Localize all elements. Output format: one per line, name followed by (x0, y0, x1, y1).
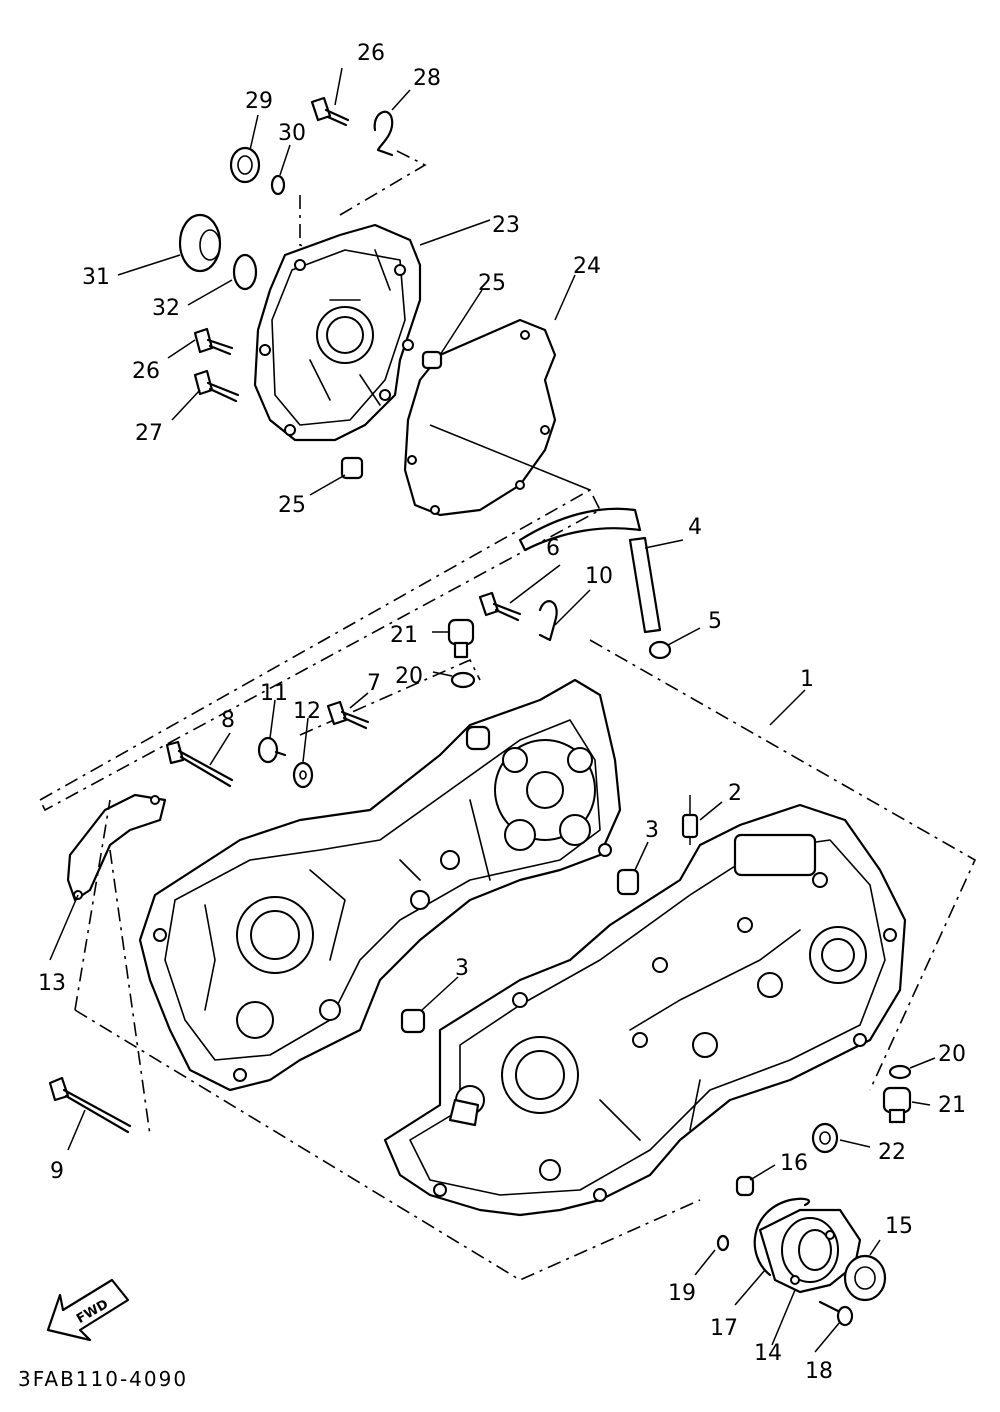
callout-12: 12 (293, 699, 321, 724)
callout-21-bottom: 21 (938, 1093, 966, 1118)
callout-23: 23 (492, 213, 520, 238)
callout-17: 17 (710, 1316, 738, 1341)
callout-28: 28 (413, 66, 441, 91)
callout-4: 4 (688, 515, 702, 540)
pin-16 (735, 1175, 755, 1197)
callout-6: 6 (546, 536, 560, 561)
plug (229, 146, 261, 184)
dowel-pin-3-upper (616, 868, 640, 896)
cover-gasket (403, 318, 557, 517)
nipple-2 (681, 795, 699, 845)
bolt-6 (478, 591, 522, 622)
housing-14 (758, 1208, 862, 1294)
fitting-11 (257, 736, 287, 764)
callout-30: 30 (278, 121, 306, 146)
callout-11: 11 (260, 681, 288, 706)
crankcase-cover (253, 223, 422, 442)
callout-8: 8 (221, 708, 235, 733)
oil-seal (178, 213, 222, 273)
bolt-7 (326, 700, 370, 730)
drain-bolt-21-bottom (882, 1086, 912, 1124)
fwd-arrow: FWD (46, 1278, 130, 1342)
callout-1: 1 (800, 667, 814, 692)
bolt-26-top (310, 96, 350, 127)
leader-lines (49, 67, 936, 1353)
plug-o-ring (270, 174, 286, 196)
screw-18 (818, 1300, 854, 1327)
callout-26-side: 26 (132, 359, 160, 384)
washer-12 (292, 761, 314, 789)
callout-25-upper: 25 (478, 271, 506, 296)
callout-2: 2 (728, 781, 742, 806)
callout-13: 13 (38, 971, 66, 996)
drain-bolt-21-top (447, 618, 475, 659)
oil-seal-15 (843, 1254, 887, 1302)
breather-hose (518, 507, 662, 634)
crankcase-assembly-outline (38, 488, 977, 1281)
gasket-20-top (450, 671, 476, 689)
clamp-10 (538, 600, 558, 642)
callout-22: 22 (878, 1140, 906, 1165)
dowel-pin-25-upper (421, 350, 443, 370)
hose-clip (648, 640, 672, 660)
callout-7: 7 (367, 671, 381, 696)
clamp (373, 110, 394, 157)
callout-3-upper: 3 (645, 818, 659, 843)
callout-32: 32 (152, 296, 180, 321)
callout-3-lower: 3 (455, 956, 469, 981)
callout-20-top: 20 (395, 664, 423, 689)
cover-plate (66, 793, 167, 902)
gasket-20-bottom (888, 1064, 912, 1080)
callout-20-bottom: 20 (938, 1042, 966, 1067)
right-crankcase (383, 803, 907, 1217)
callout-14: 14 (754, 1341, 782, 1366)
callout-10: 10 (585, 564, 613, 589)
callout-29: 29 (245, 89, 273, 114)
callout-31: 31 (82, 265, 110, 290)
callout-21-top: 21 (390, 623, 418, 648)
callout-18: 18 (805, 1359, 833, 1384)
callout-numbers: 1 2 3 3 4 5 6 7 8 9 10 11 12 13 14 15 16… (38, 41, 966, 1384)
circlip-17 (753, 1197, 811, 1277)
callout-5: 5 (708, 609, 722, 634)
o-ring (232, 253, 258, 291)
callout-9: 9 (50, 1159, 64, 1184)
callout-15: 15 (885, 1214, 913, 1239)
bolt-9 (48, 1076, 132, 1134)
diagram-code: 3FAB110-4090 (18, 1367, 188, 1391)
dowel-pin-3-lower (400, 1008, 426, 1034)
bolt-26-side (193, 327, 234, 356)
oring-19 (716, 1234, 730, 1252)
callout-19: 19 (668, 1281, 696, 1306)
bolt-27 (193, 369, 240, 403)
callout-27: 27 (135, 421, 163, 446)
bolt-8 (165, 740, 234, 788)
callout-16: 16 (780, 1151, 808, 1176)
callout-25-lower: 25 (278, 493, 306, 518)
seal-22 (811, 1122, 839, 1154)
left-crankcase (138, 678, 622, 1092)
callout-26-top: 26 (357, 41, 385, 66)
dowel-pin-25-lower (340, 456, 364, 480)
callout-24: 24 (573, 254, 601, 279)
